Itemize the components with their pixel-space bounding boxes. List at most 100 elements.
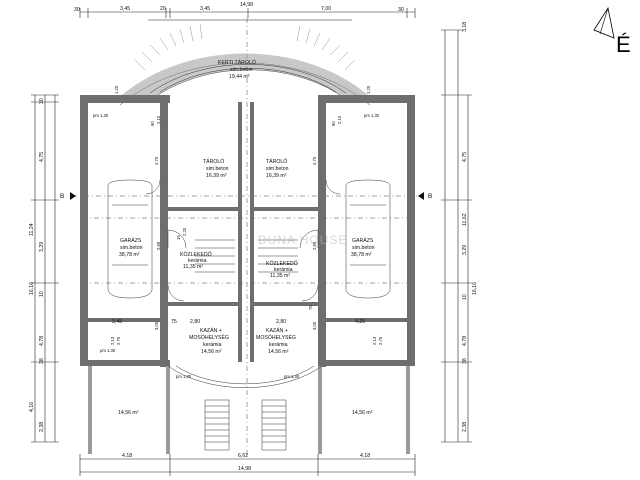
internal-dimensions: 3,45 2,80 2,80 4,20 75 pm 1,30 pm 1,30 p… — [93, 85, 383, 379]
room-area-garazs-left: 38,78 m² — [119, 252, 140, 258]
curved-garden-storage: KERTI TÁROLÓ sim.beton 19,44 m² — [119, 23, 371, 106]
dim-label: 7,00 — [321, 6, 331, 12]
dim-label: pm 1,30 — [284, 374, 300, 379]
dim-label: 2,13 — [372, 336, 377, 345]
dim-label: 38 — [462, 358, 468, 364]
stairs-right — [258, 239, 298, 273]
room-name-kazan-right-2: MOSÓHELYSÉG — [256, 334, 296, 341]
outer-walls — [80, 95, 415, 367]
dim-label: 30 — [39, 98, 45, 104]
dim-label: 4,16 — [29, 402, 35, 412]
room-name-kerti: KERTI TÁROLÓ — [218, 59, 256, 66]
dim-label: 1,20 — [114, 85, 119, 94]
dim-label: 1,20 — [366, 85, 371, 94]
dim-label: 90 — [331, 121, 336, 126]
car-right — [345, 179, 391, 299]
dim-label: 4,75 — [39, 152, 45, 162]
dim-label: 2,10 — [337, 115, 342, 124]
section-label-left: B — [60, 193, 64, 200]
room-area-kozlekedo-left: 11,35 m² — [183, 264, 203, 270]
room-name-kozlekedo-left: KÖZLEKEDŐ — [180, 251, 212, 258]
room-area-kerti: 19,44 m² — [229, 74, 250, 80]
room-material-kozlekedo-left: kerámia — [188, 258, 207, 264]
dim-label: 2,38 — [39, 422, 45, 432]
room-name-kozlekedo-right: KÖZLEKEDŐ — [266, 260, 298, 267]
lower-annex — [88, 365, 410, 454]
dim-label: 4,18 — [122, 453, 132, 459]
dim-label: 2,13 — [110, 336, 115, 345]
watermark: DUNA HOUSE — [258, 233, 347, 247]
room-material-tarolo-left: sim.beton — [206, 166, 229, 172]
north-arrow: É — [593, 6, 631, 57]
dim-label: pm 1,30 — [93, 113, 109, 118]
dim-label: 11,62 — [462, 213, 468, 226]
dim-label: 4,78 — [39, 336, 45, 346]
dim-label: 2,75 — [378, 336, 383, 345]
dim-label: 2,10 — [156, 115, 161, 124]
dim-label: pm 1,30 — [176, 374, 192, 379]
section-markers: B B — [60, 18, 432, 455]
dim-label: 3,45 — [120, 6, 130, 12]
top-dimensions: 30 3,45 20 3,45 14,98 7,00 30 — [74, 2, 416, 21]
room-material-kazan-right: kerámia — [269, 342, 288, 348]
room-area-garazs-right: 38,78 m² — [351, 252, 372, 258]
room-material-tarolo-right: sim.beton — [266, 166, 289, 172]
room-material-garazs-right: sim.beton — [352, 245, 375, 251]
room-name-tarolo-left: TÁROLÓ — [203, 158, 224, 165]
stairs-left — [195, 239, 235, 273]
room-name-kazan-left-2: MOSÓHELYSÉG — [189, 334, 229, 341]
room-name-kazan-left-1: KAZÁN + — [200, 327, 222, 334]
dim-label: 75 — [171, 319, 177, 325]
room-name-tarolo-right: TÁROLÓ — [266, 158, 287, 165]
room-name-garazs-left: GARÁZS — [120, 237, 142, 244]
dim-label: 4,75 — [154, 156, 159, 165]
room-area-tarolo-left: 16,39 m² — [206, 173, 227, 179]
dim-label: 11,24 — [29, 223, 35, 236]
dim-label: 4,75 — [312, 156, 317, 165]
room-material-kozlekedo-right: kerámia — [274, 267, 293, 273]
room-area-bottom-right: 14,56 m² — [352, 410, 373, 416]
dim-label: 4,78 — [462, 336, 468, 346]
dim-label: 6,62 — [238, 453, 248, 459]
dim-label: 90 — [150, 121, 155, 126]
dim-label: 20 — [160, 6, 166, 12]
room-labels: TÁROLÓ sim.beton 16,39 m² TÁROLÓ sim.bet… — [118, 158, 375, 416]
north-label: É — [616, 32, 631, 57]
dim-label: 3,29 — [39, 242, 45, 252]
dim-label: 75 — [308, 305, 313, 310]
dim-label: 3,00 — [312, 321, 317, 330]
dim-label: 2,89 — [312, 241, 317, 250]
dim-label: 3,45 — [200, 6, 210, 12]
dim-label: 4,75 — [462, 152, 468, 162]
door-swings — [145, 179, 341, 302]
dim-label: 3,45 — [112, 319, 122, 325]
room-area-kazan-right: 14,56 m² — [268, 349, 289, 355]
dim-label: 16,16 — [472, 282, 478, 295]
dim-label: 3,18 — [462, 22, 468, 32]
dim-label: 10 — [39, 291, 45, 297]
dim-label: 2,38 — [462, 422, 468, 432]
dim-label: 2,20 — [182, 227, 187, 236]
dim-label: 4,20 — [355, 319, 365, 325]
dim-label: 4,18 — [360, 453, 370, 459]
dim-label: 3,00 — [154, 321, 159, 330]
room-material-kerti: sim.beton — [230, 67, 253, 73]
room-area-bottom-left: 14,56 m² — [118, 410, 139, 416]
dim-label: 15 — [176, 235, 181, 240]
left-dimensions: 30 4,75 11,24 16,16 3,29 10 4,78 38 4,16… — [29, 94, 59, 443]
room-material-kazan-left: kerámia — [203, 342, 222, 348]
dim-label: 2,80 — [190, 319, 200, 325]
dim-label: pm 1,30 — [364, 113, 380, 118]
dim-label: 10 — [462, 294, 468, 300]
room-area-tarolo-right: 16,39 m² — [266, 173, 287, 179]
dim-label: 14,98 — [238, 466, 251, 472]
bottom-dimensions: 4,18 6,62 14,98 4,18 — [79, 453, 416, 476]
dim-label: 14,98 — [240, 2, 253, 8]
room-material-garazs-left: sim.beton — [120, 245, 143, 251]
dim-label: 3,29 — [462, 245, 468, 255]
dim-label: 30 — [398, 7, 404, 13]
room-area-kozlekedo-right: 11,35 m² — [270, 273, 290, 279]
room-name-garazs-right: GARÁZS — [352, 237, 374, 244]
section-label-right: B — [428, 193, 432, 200]
